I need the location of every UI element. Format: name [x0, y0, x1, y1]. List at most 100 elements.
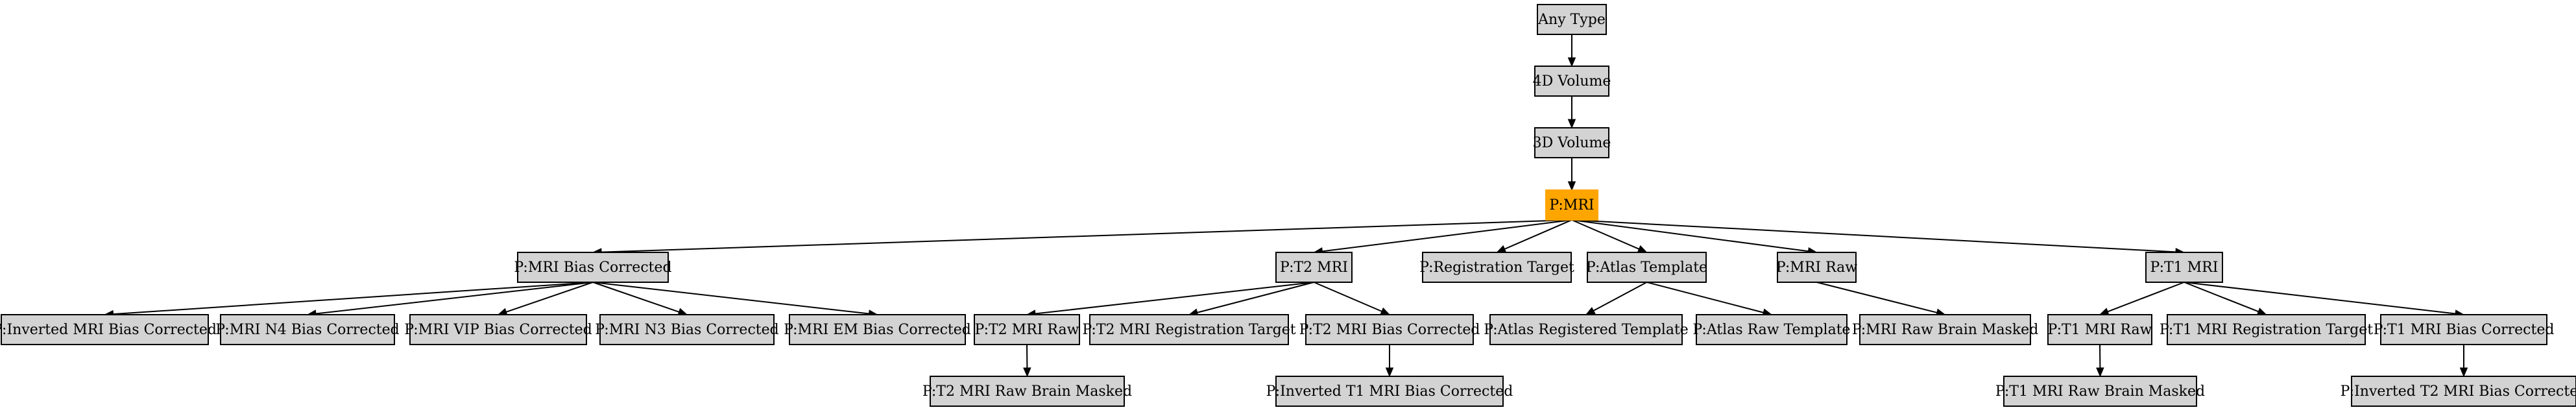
edge-4d-volume-to-3d-volume [1567, 96, 1576, 129]
node-any-type[interactable]: Any Type [1537, 4, 1607, 35]
node-label: P:T2 MRI Raw [975, 322, 1079, 338]
node-4d-volume[interactable]: 4D Volume [1533, 66, 1611, 97]
node-label: P:MRI VIP Bias Corrected [404, 322, 592, 338]
edge-any-type-to-4d-volume [1567, 34, 1576, 67]
node-label: Any Type [1537, 12, 1606, 28]
node-box [409, 314, 587, 345]
node-p-registration-target[interactable]: P:Registration Target [1419, 252, 1574, 283]
node-label: P:T1 MRI Registration Target [2160, 322, 2373, 338]
node-box [2003, 376, 2197, 407]
node-box [1089, 314, 1289, 345]
node-p-mri-n3-bias-corrected[interactable]: P:MRI N3 Bias Corrected [595, 314, 779, 345]
edge-line [592, 282, 869, 315]
node-label: P:Inverted T2 MRI Bias Corrected [2341, 383, 2576, 400]
node-box [2380, 314, 2547, 345]
node-p-t1-mri-bias-corrected[interactable]: P:T1 MRI Bias Corrected [2374, 314, 2555, 345]
node-box [1534, 127, 1609, 158]
node-label: P:Inverted T1 MRI Bias Corrected [1266, 383, 1513, 400]
node-p-t2-mri-registration-target[interactable]: P:T2 MRI Registration Target [1082, 314, 1296, 345]
node-p-t2-mri-raw[interactable]: P:T2 MRI Raw [974, 314, 1080, 345]
node-box [1305, 314, 1474, 345]
node-label: P:T1 MRI [2150, 260, 2219, 276]
node-p-mri-bias-corrected[interactable]: P:MRI Bias Corrected [514, 252, 672, 283]
node-p-t2-mri-bias-corrected[interactable]: P:T2 MRI Bias Corrected [1299, 314, 1480, 345]
node-p-inverted-t1-mri-bias-corrected[interactable]: P:Inverted T1 MRI Bias Corrected [1266, 376, 1513, 407]
edge-line [592, 282, 680, 313]
arrowhead [1385, 367, 1394, 378]
node-p-t1-mri[interactable]: P:T1 MRI [2145, 252, 2223, 283]
edge-line [1314, 282, 1382, 312]
node-box [974, 314, 1080, 345]
edge-p-t1-mri-raw-to-p-t1-mri-raw-brain-masked [2096, 344, 2104, 378]
node-box [789, 314, 966, 345]
node-p-mri-n4-bias-corrected[interactable]: P:MRI N4 Bias Corrected [215, 314, 400, 345]
edge-line [2184, 282, 2456, 315]
node-label: P:MRI N3 Bias Corrected [595, 322, 778, 338]
node-p-mri-raw[interactable]: P:MRI Raw [1776, 252, 1857, 283]
node-p-mri-em-bias-corrected[interactable]: P:MRI EM Bias Corrected [784, 314, 971, 345]
node-box [599, 314, 775, 345]
node-p-atlas-template[interactable]: P:Atlas Template [1586, 252, 1707, 283]
edge-line [1504, 219, 1572, 250]
node-p-t2-mri[interactable]: P:T2 MRI [1275, 252, 1353, 283]
node-label: P:MRI Raw [1776, 260, 1857, 276]
edge-line [1571, 219, 2176, 253]
node-box [1275, 376, 1504, 407]
node-3d-volume[interactable]: 3D Volume [1533, 127, 1611, 158]
node-box [1534, 66, 1609, 97]
edge-line [1593, 282, 1647, 311]
arrowhead [2096, 367, 2104, 378]
node-label: P:T1 MRI Bias Corrected [2374, 322, 2555, 338]
node-p-inverted-mri-bias-corrected[interactable]: P:Inverted MRI Bias Corrected [0, 314, 217, 345]
node-box [1, 314, 209, 345]
node-p-t2-mri-raw-brain-masked[interactable]: P:T2 MRI Raw Brain Masked [922, 376, 1132, 407]
node-p-mri-vip-bias-corrected[interactable]: P:MRI VIP Bias Corrected [404, 314, 592, 345]
node-p-atlas-registered-template[interactable]: P:Atlas Registered Template [1484, 314, 1689, 345]
node-label: P:Atlas Registered Template [1484, 322, 1689, 338]
edge-line [1646, 282, 1764, 313]
node-p-inverted-t2-mri-bias-corrected[interactable]: P:Inverted T2 MRI Bias Corrected [2341, 376, 2576, 407]
node-box [1537, 4, 1607, 35]
node-box [2167, 314, 2366, 345]
node-p-t1-mri-raw-brain-masked[interactable]: P:T1 MRI Raw Brain Masked [1995, 376, 2205, 407]
node-box [2145, 252, 2223, 283]
node-p-atlas-raw-template[interactable]: P:Atlas Raw Template [1692, 314, 1851, 345]
node-label: P:MRI N4 Bias Corrected [215, 322, 399, 338]
node-p-mri-raw-brain-masked[interactable]: P:MRI Raw Brain Masked [1852, 314, 2039, 345]
node-p-t1-mri-registration-target[interactable]: P:T1 MRI Registration Target [2160, 314, 2373, 345]
node-box [517, 252, 669, 283]
edge-p-t1-mri-to-p-t1-mri-raw [2099, 282, 2185, 315]
node-box [2351, 376, 2576, 407]
node-label: P:T1 MRI Raw [2048, 322, 2152, 338]
edge-p-mri-to-p-atlas-template [1571, 219, 1648, 253]
edge-line [1571, 219, 1639, 250]
edge-line [315, 282, 594, 315]
node-box [1859, 314, 2031, 345]
edge-line [1816, 282, 1938, 313]
edge-p-t1-mri-bias-corrected-to-p-inverted-t2-mri-bias-corrected [2459, 345, 2468, 378]
arrowhead [1567, 57, 1576, 67]
edge-3d-volume-to-p-mri [1567, 158, 1576, 191]
node-label: P:T1 MRI Raw Brain Masked [1995, 383, 2205, 400]
node-label: P:T2 MRI Registration Target [1082, 322, 1295, 338]
node-label: P:T2 MRI Raw Brain Masked [922, 383, 1132, 400]
arrowhead [1567, 181, 1576, 191]
node-box [1545, 189, 1598, 221]
edges-layer [104, 34, 2468, 378]
node-label: P:MRI Raw Brain Masked [1852, 322, 2039, 338]
edge-line [1571, 219, 1809, 252]
arrowhead [2459, 367, 2468, 378]
node-label: P:MRI [1549, 197, 1594, 213]
node-label: P:Atlas Template [1586, 260, 1707, 276]
edge-line [2184, 282, 2259, 313]
node-box [2047, 314, 2152, 345]
node-p-mri[interactable]: P:MRI [1545, 189, 1598, 221]
node-label: P:T2 MRI Bias Corrected [1299, 322, 1480, 338]
node-box [1422, 252, 1572, 283]
arrowhead [1567, 119, 1576, 129]
edge-line [1322, 219, 1572, 252]
node-p-t1-mri-raw[interactable]: P:T1 MRI Raw [2047, 314, 2152, 345]
